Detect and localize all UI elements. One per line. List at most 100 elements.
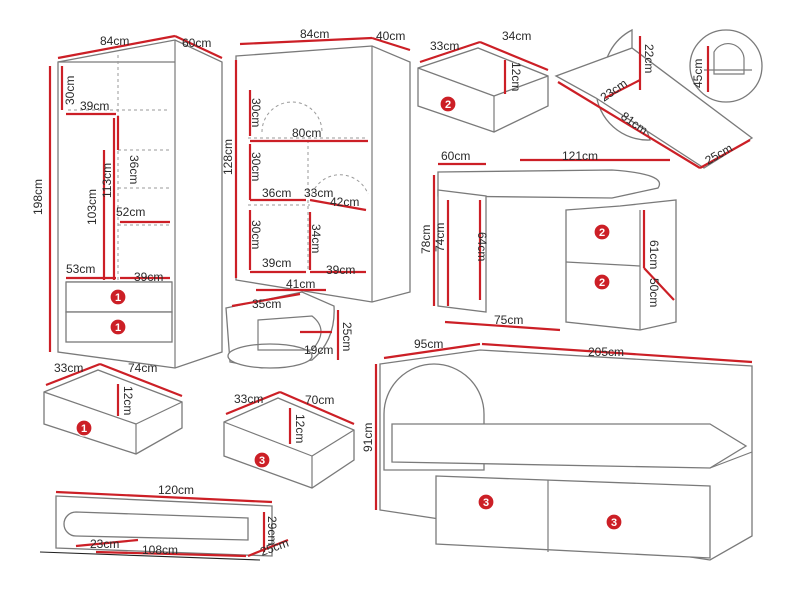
- nightstand-shelf-label: 19cm: [304, 343, 333, 357]
- svg-text:2: 2: [599, 227, 605, 239]
- wall-shelf-radius-line: [75, 538, 139, 548]
- drawer-mid-w-line: [225, 390, 281, 416]
- wardrobe-depth-line: [174, 35, 223, 59]
- bookcase-s6-label: 42cm: [330, 195, 359, 209]
- desk-inner-label: 74cm: [433, 223, 447, 252]
- corner-shelf-d-line: [699, 139, 751, 169]
- wardrobe-s5-label: 53cm: [66, 262, 95, 276]
- bed-drawers: [435, 475, 711, 559]
- svg-text:3: 3: [259, 455, 265, 467]
- desk-height-label: 78cm: [419, 225, 433, 254]
- drawer-big-h-label: 12cm: [121, 386, 135, 415]
- drawer-small-w-label: 33cm: [430, 39, 459, 53]
- drawer-small-body: [417, 47, 549, 133]
- wardrobe-s3-label: 113cm: [100, 163, 114, 198]
- wardrobe-width-label: 84cm: [100, 34, 129, 48]
- drawer-small-w-line: [419, 40, 481, 64]
- svg-text:1: 1: [115, 292, 121, 304]
- wall-shelf-length-line: [95, 550, 247, 558]
- desk-width-label: 121cm: [562, 149, 598, 163]
- wardrobe-top-label: 30cm: [63, 76, 77, 105]
- desk-drawer-1-badge: 2: [593, 223, 611, 241]
- wall-shelf-height-label: 29cm: [265, 516, 279, 545]
- shelf-detail-h-label: 45cm: [691, 59, 705, 88]
- desk-drawer-divider: [565, 261, 641, 267]
- desk-drawer-2-badge: 2: [593, 273, 611, 291]
- bookcase-s10-label: 39cm: [326, 263, 355, 277]
- corner-shelf-a-label: 22cm: [642, 44, 656, 73]
- drawer-small-d-label: 34cm: [502, 29, 531, 43]
- drawer-mid-d-line: [279, 390, 355, 426]
- bookcase-width-label: 84cm: [300, 27, 329, 41]
- desk-ped-h-label: 61cm: [647, 240, 661, 269]
- corner-shelf-b-line: [604, 79, 641, 99]
- wall-shelf: 120cm 29cm 23cm 108cm 25cm: [39, 483, 291, 561]
- bed-drawer-1-badge: 3: [477, 493, 495, 511]
- drawer-big-w-label: 33cm: [54, 361, 83, 375]
- bed-width-label: 205cm: [588, 345, 624, 359]
- corner-shelf-c-line: [557, 81, 701, 169]
- bookcase-s1-label: 30cm: [249, 98, 263, 127]
- bookcase-s4-label: 36cm: [262, 186, 291, 200]
- wall-shelf-depth-line: [247, 538, 289, 558]
- drawer-small-d-line: [479, 40, 549, 72]
- nightstand-w-label: 41cm: [286, 277, 315, 291]
- svg-text:2: 2: [445, 99, 451, 111]
- desk-knee-line: [444, 320, 561, 332]
- drawer-small-side-top: [493, 75, 549, 97]
- bookcase-s9-label: 39cm: [262, 256, 291, 270]
- nightstand-shelf: [257, 315, 322, 351]
- nightstand-h-label: 25cm: [340, 322, 354, 351]
- drawer-mid: 33cm 70cm 12cm 3: [223, 390, 355, 489]
- bookcase-s7-label: 30cm: [249, 220, 263, 249]
- wardrobe-height-label: 198cm: [31, 179, 45, 215]
- svg-text:2: 2: [599, 277, 605, 289]
- drawer-mid-d-label: 70cm: [305, 393, 334, 407]
- svg-text:3: 3: [483, 497, 489, 509]
- drawer-small-front-top: [417, 67, 495, 97]
- svg-text:1: 1: [81, 423, 87, 435]
- svg-text:3: 3: [611, 517, 617, 529]
- drawer-small: 33cm 34cm 12cm 2: [417, 29, 549, 133]
- drawer-big-front-top: [43, 391, 137, 425]
- desk-depth-label: 60cm: [441, 149, 470, 163]
- wardrobe-shelfw-label: 39cm: [80, 99, 109, 113]
- desk-ped-d-label: 50cm: [647, 278, 661, 307]
- drawer-small-h-label: 12cm: [509, 62, 523, 91]
- bookcase-arch-1: [261, 101, 323, 133]
- wall-shelf-board: [63, 511, 249, 541]
- wardrobe-depth-label: 60cm: [182, 36, 211, 50]
- desk-knee-label: 75cm: [494, 313, 523, 327]
- desk: 60cm 121cm 78cm 74cm 64cm 75cm 61cm 50cm…: [419, 149, 677, 332]
- svg-text:1: 1: [115, 322, 121, 334]
- wardrobe-drawer-1-badge: 1: [109, 288, 127, 306]
- drawer-mid-side-top: [311, 429, 355, 457]
- bookcase-depth-line: [371, 36, 411, 52]
- desk-left-panel: [437, 189, 487, 313]
- nightstand-d-line: [231, 292, 301, 308]
- bookcase-s8-label: 34cm: [309, 224, 323, 253]
- bookcase-s5-label: 33cm: [304, 186, 333, 200]
- bed-depth-line: [383, 342, 481, 360]
- wall-shelf-length-label: 108cm: [142, 543, 178, 557]
- bed-side-top: [709, 451, 753, 469]
- bookcase: 84cm 40cm 128cm 30cm 80cm 30cm 36cm 33cm…: [221, 27, 411, 303]
- shelf-detail-inner: [713, 43, 745, 75]
- drawer-mid-w-label: 33cm: [234, 392, 263, 406]
- bookcase-height-label: 128cm: [221, 139, 235, 175]
- desk-leg-label: 64cm: [475, 232, 489, 261]
- wall-shelf-bottom: [39, 551, 261, 561]
- nightstand-d-label: 35cm: [252, 297, 281, 311]
- bed-drawer-2-badge: 3: [605, 513, 623, 531]
- desk-ped-d-line: [643, 267, 675, 301]
- bed-height-label: 91cm: [361, 423, 375, 452]
- wardrobe-drawer-2-badge: 1: [109, 318, 127, 336]
- drawer-big: 33cm 74cm 12cm 1: [43, 361, 183, 455]
- nightstand: 41cm 35cm 25cm 19cm: [225, 277, 354, 369]
- wardrobe-s2-label: 103cm: [85, 189, 99, 225]
- wardrobe-s6-label: 39cm: [134, 270, 163, 284]
- bed-depth-label: 95cm: [414, 337, 443, 351]
- drawer-big-badge: 1: [75, 419, 93, 437]
